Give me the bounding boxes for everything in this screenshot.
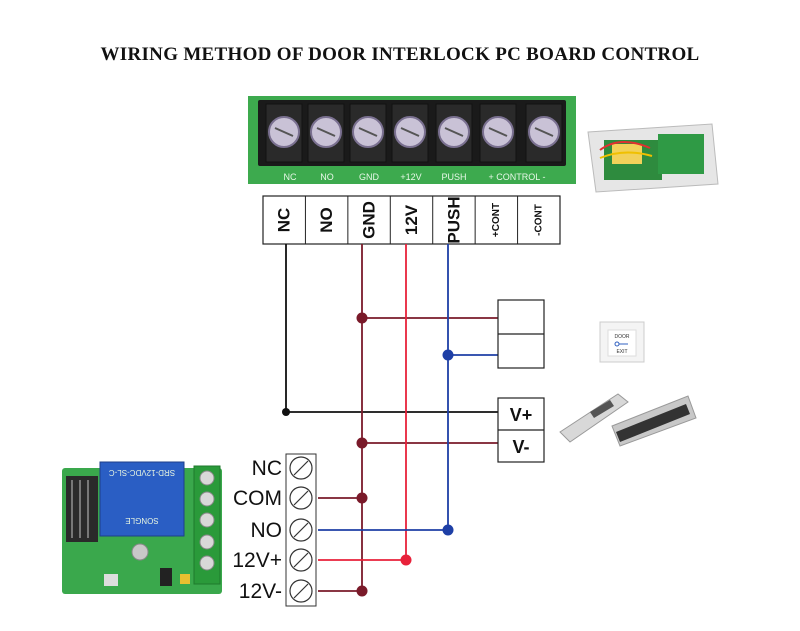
terminal-label: +CONT [491,203,502,237]
terminal-label: PUSH [444,196,463,243]
junction-dot [442,349,454,361]
junction-dot [400,554,412,566]
svg-text:SRD-12VDC-SL-C: SRD-12VDC-SL-C [109,468,175,477]
junction-dot [356,585,368,597]
junction-dot [356,312,368,324]
relay-terminal-label: COM [233,487,282,510]
relay-terminal-label: 12V+ [232,549,282,572]
terminal-label: NO [317,207,336,233]
junction-dot [356,492,368,504]
exit-button-photo: DOOR EXIT [599,321,645,363]
relay-module-screw [199,555,215,571]
terminal-label: GND [360,201,379,239]
relay-terminal-strip: NC COM NO 12V+ 12V- [232,453,317,607]
board-silk-label: + CONTROL - [489,172,546,182]
board-silk-label: PUSH [441,172,466,182]
relay-module-screw [199,534,215,550]
board-silk-label: GND [359,172,380,182]
wire-nc-black [285,244,498,413]
terminal-strip: NC NO GND 12V PUSH +CONT -CONT [262,195,561,245]
controller-box-photo [587,123,719,193]
relay-module-screw [199,491,215,507]
board-silk-label: +12V [400,172,421,182]
board-silk-label: NC [284,172,297,182]
svg-text:DOOR: DOOR [615,334,630,340]
electric-lock-photo [559,393,697,447]
relay-terminal-label: 12V- [239,580,282,603]
wires [285,244,498,592]
junction-dot [282,408,290,416]
diagram-title: WIRING METHOD OF DOOR INTERLOCK PC BOARD… [100,44,700,65]
relay-module-screw [199,512,215,528]
junction-dot [356,437,368,449]
relay-terminal-label: NC [252,457,282,480]
terminal-label: -CONT [533,204,544,236]
relay-module-photo: SRD-12VDC-SL-C SONGLE [62,461,222,594]
svg-text:SONGLE: SONGLE [125,516,158,525]
relay-module-screw [199,470,215,486]
v-plus-label: V+ [510,405,533,425]
v-minus-label: V- [512,437,529,457]
junction-dots [282,312,454,597]
relay-terminal-label: NO [251,519,283,542]
board-silk-label: NO [320,172,334,182]
terminal-label: 12V [402,204,421,235]
door-controller-board: NC NO GND +12V PUSH + CONTROL - [248,96,576,184]
exit-button-box [497,299,545,369]
lock-power-box: V+ V- [497,397,545,463]
terminal-label: NC [275,208,294,233]
junction-dot [442,524,454,536]
svg-text:EXIT: EXIT [616,349,627,355]
